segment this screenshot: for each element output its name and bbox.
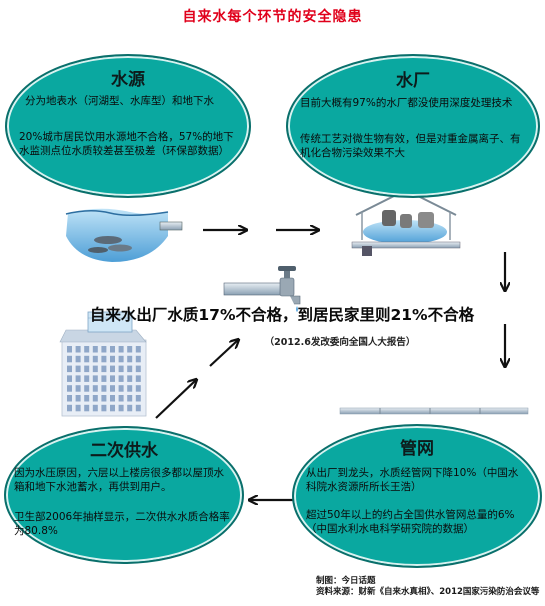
pipe-text-1: 从出厂到龙头，水质经管网下降10%（中国水科院水资源所所长王浩） [306,467,519,493]
source-text-2: 20%城市居民饮用水源地不合格，57%的地下水监测点位水质较差甚至极差（环保部数… [19,131,234,157]
plant-heading: 水厂 [396,71,430,91]
building-window [67,385,72,392]
pipe-illustration [339,407,529,415]
building-window [75,375,81,382]
building-window [118,355,124,363]
building-window [101,355,107,363]
plant-text-1: 目前大概有97%的水厂都没使用深度处理技术 [300,97,513,109]
building-window [75,365,81,373]
building-window [127,365,133,373]
faucet-illustration [223,266,301,312]
building-window [92,395,98,402]
center-headline: 自来水出厂水质17%不合格，到居民家里则21%不合格 [89,306,475,324]
building-window [84,365,90,373]
building-window [101,395,107,402]
arrow-secondary-up-2 [209,340,238,367]
building-window [127,375,133,382]
building-window [110,365,115,373]
building-window [84,346,90,353]
credit-line-2: 资料来源：财新《自来水真相》、2012国家污染防治会议等 [316,587,540,597]
building-window [118,404,124,412]
source-heading: 水源 [111,70,145,90]
building-window [101,375,107,382]
arrow-secondary-up-1 [155,380,196,419]
building-window [75,404,81,412]
building-window [92,404,98,412]
building-window [75,385,81,392]
building-window [101,365,107,373]
building-window [110,355,115,363]
pipe-heading: 管网 [400,439,434,459]
secondary-heading: 二次供水 [90,441,158,461]
building-window [67,395,72,402]
building-window [84,395,90,402]
secondary-text-2: 卫生部2006年抽样显示，二次供水水质合格率为80.8% [14,511,230,537]
building-window [135,375,141,382]
building-window [101,404,107,412]
building-window [118,395,124,402]
secondary-text-1: 因为水压原因，六层以上楼房很多都以屋顶水箱和地下水池蓄水，再供到用户。 [14,467,224,493]
plant-oval: 水厂 目前大概有97%的水厂都没使用深度处理技术 传统工艺对微生物有效，但是对重… [286,54,540,198]
building-window [135,346,141,353]
credit-line-1: 制图：今日话题 [316,576,376,586]
building-window [127,385,133,392]
building-window [101,346,107,353]
building-window [101,385,107,392]
building-window [135,365,141,373]
building-window [84,404,90,412]
building-window [92,385,98,392]
building-window [110,385,115,392]
building-window [135,395,141,402]
building-window [127,395,133,402]
building-window [67,355,72,363]
building-window [84,355,90,363]
building-illustration [59,311,147,417]
center-subline: （2012.6发改委向全国人大报告） [264,337,416,348]
source-text-1: 分为地表水（河湖型、水库型）和地下水 [25,95,214,107]
building-window [75,355,81,363]
building-window [92,375,98,382]
building-window [127,355,133,363]
building-window [75,346,81,353]
building-window [67,346,72,353]
building-window [84,385,90,392]
building-window [118,346,124,353]
secondary-supply-oval: 二次供水 因为水压原因，六层以上楼房很多都以屋顶水箱和地下水池蓄水，再供到用户。… [4,426,244,564]
building-window [118,375,124,382]
building-window [118,365,124,373]
building-window [92,355,98,363]
building-window [92,346,98,353]
pipe-text-2: 超过50年以上的约占全国供水管网总量的6%（中国水利水电科学研究院的数据） [306,509,515,535]
water-plant-illustration [351,188,461,256]
building-window [127,404,133,412]
building-window [67,365,72,373]
building-window [135,385,141,392]
building-window [110,404,115,412]
source-oval: 水源 分为地表水（河湖型、水库型）和地下水 20%城市居民饮用水源地不合格，57… [5,54,251,198]
building-window [67,404,72,412]
building-window [110,375,115,382]
building-window [67,375,72,382]
page-title: 自来水每个环节的安全隐患 [182,9,363,25]
building-window [110,346,115,353]
building-window [127,346,133,353]
building-window [118,385,124,392]
credits: 制图：今日话题 资料来源：财新《自来水真相》、2012国家污染防治会议等 [316,576,539,598]
building-window [92,365,98,373]
building-window [75,395,81,402]
building-window [135,404,141,412]
pipe-oval: 管网 从出厂到龙头，水质经管网下降10%（中国水科院水资源所所长王浩） 超过50… [292,424,542,568]
plant-text-2: 传统工艺对微生物有效，但是对重金属离子、有机化合物污染效果不大 [300,133,521,159]
building-window [84,375,90,382]
building-window [135,355,141,363]
building-window [110,395,115,402]
reservoir-illustration [65,208,183,262]
